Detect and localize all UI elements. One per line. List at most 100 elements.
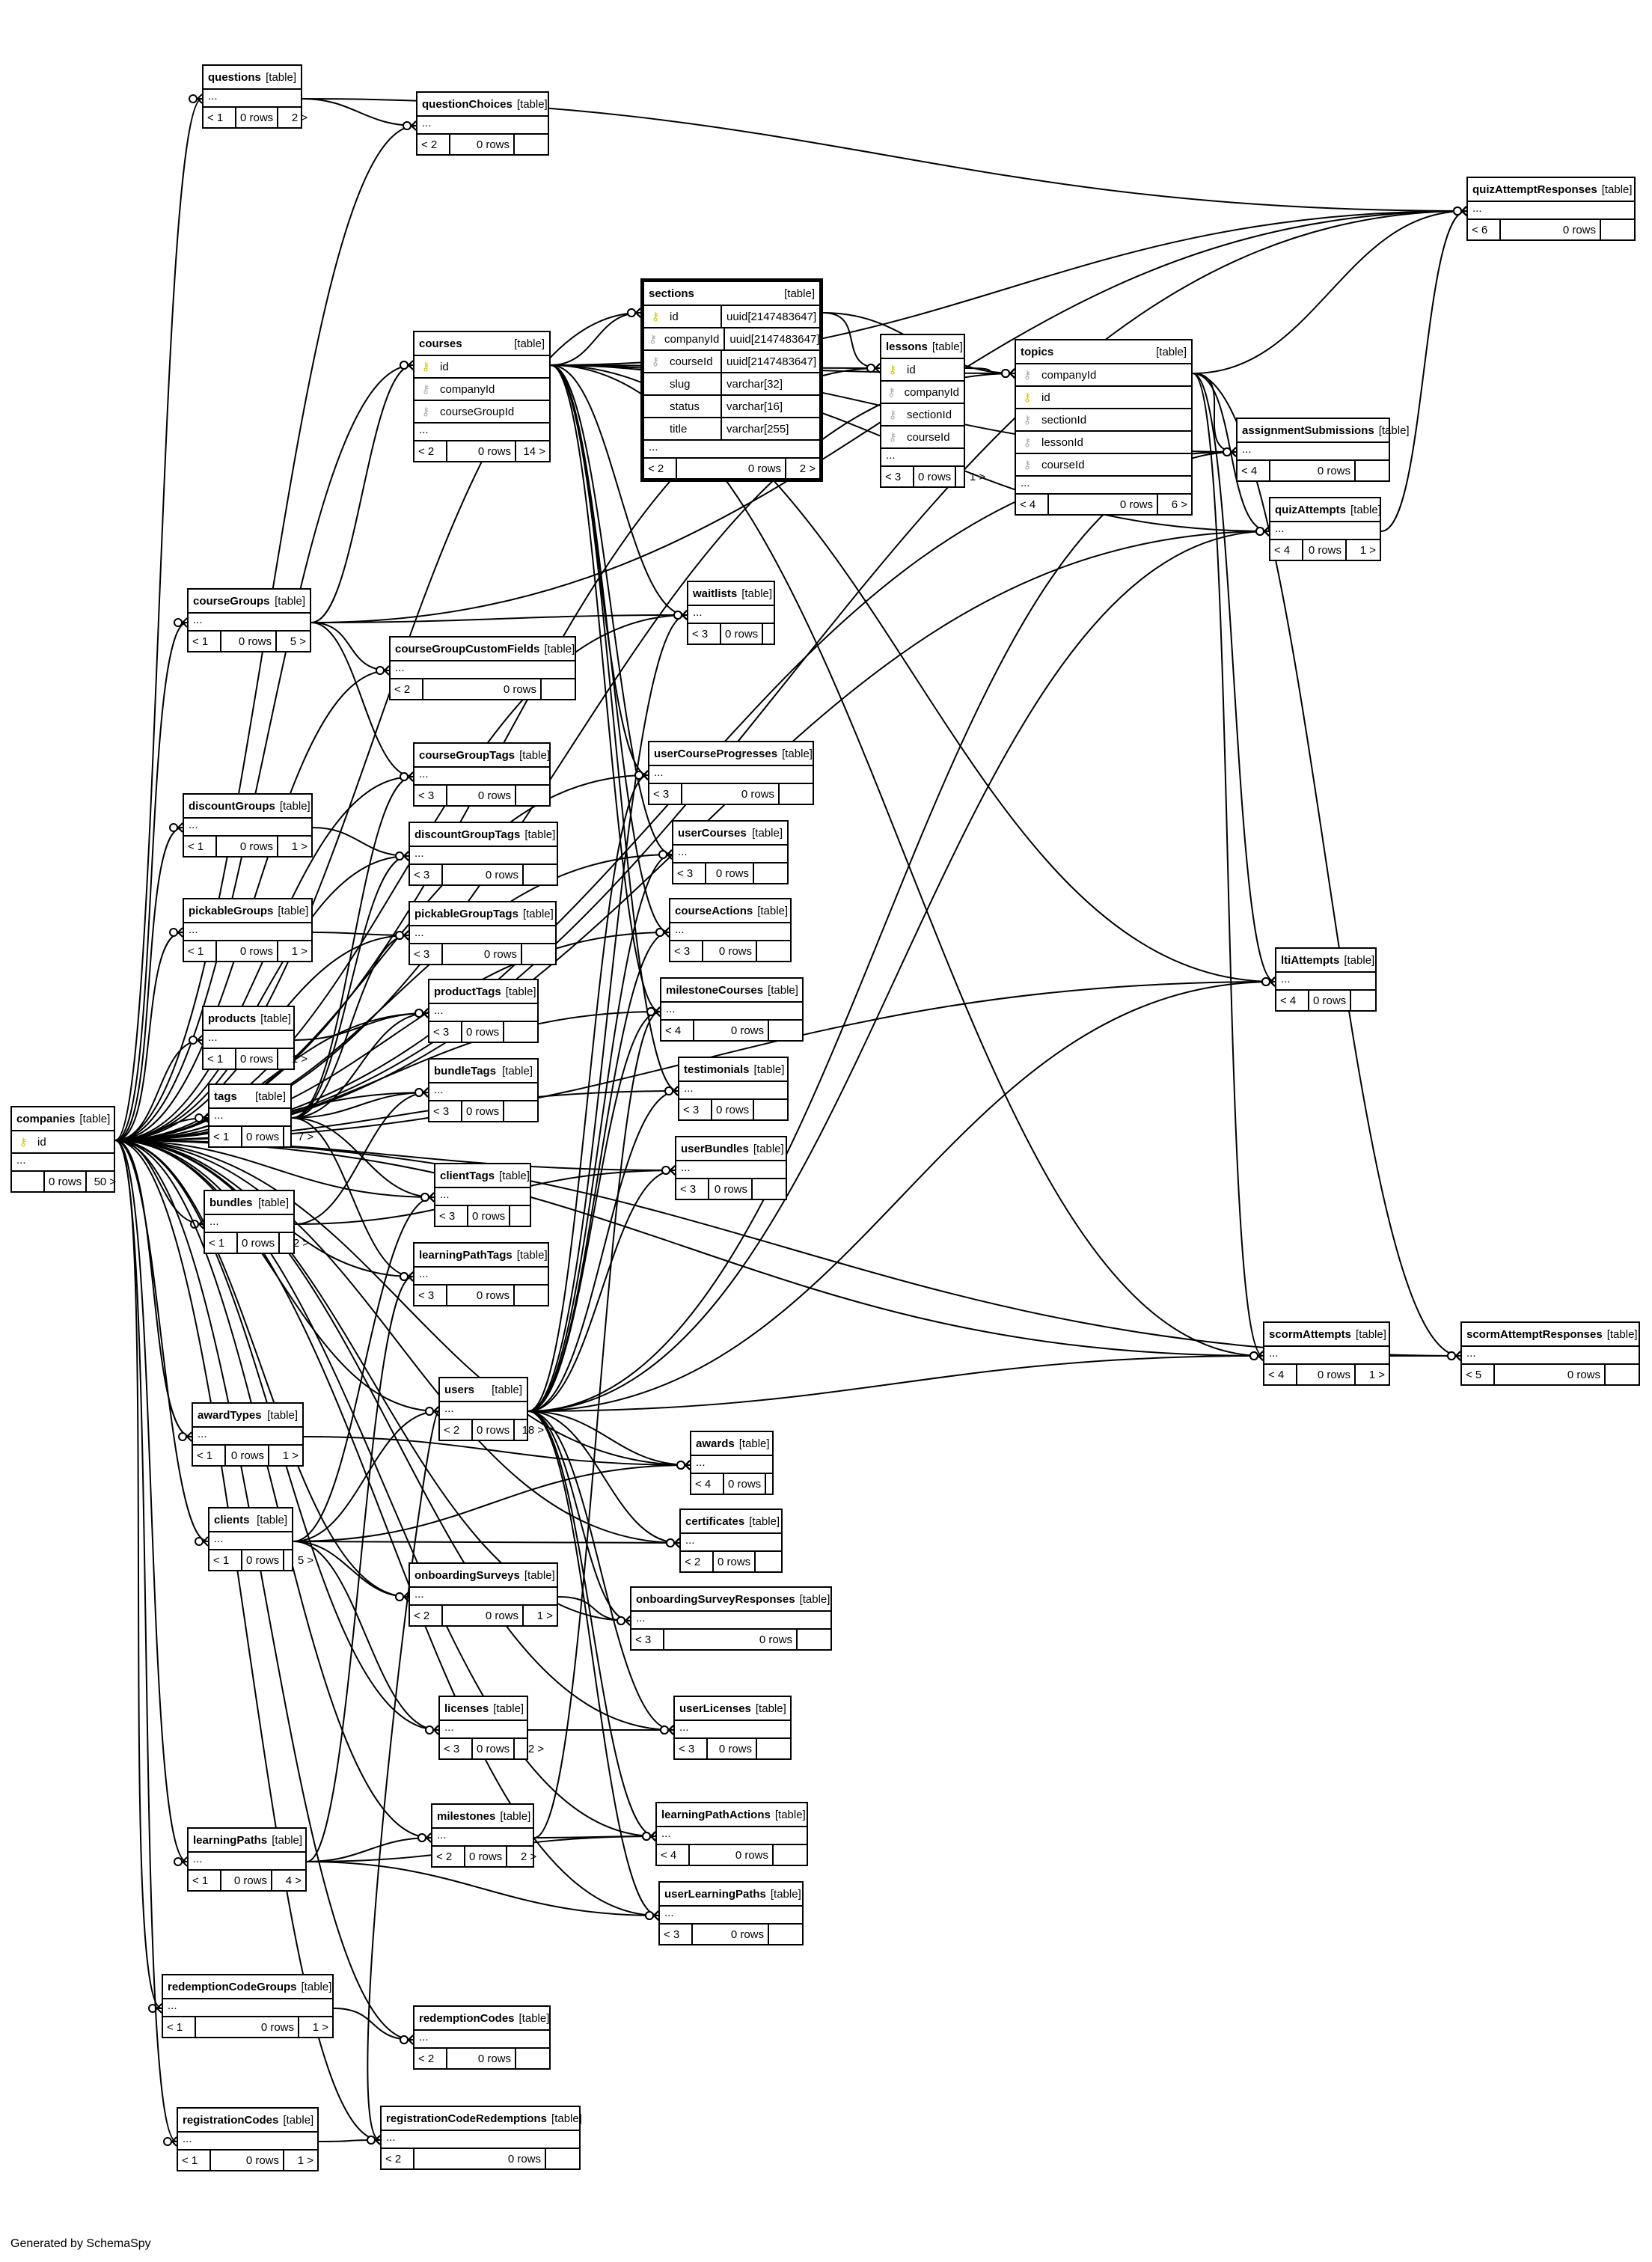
- parent-count[interactable]: < 1: [184, 837, 217, 856]
- parent-count[interactable]: < 2: [414, 441, 447, 461]
- child-count[interactable]: 14 >: [523, 444, 545, 458]
- parent-count[interactable]: < 3: [679, 1100, 712, 1119]
- child-count[interactable]: [546, 2149, 579, 2168]
- parent-count[interactable]: < 1: [184, 941, 217, 961]
- parent-count[interactable]: < 5: [1462, 1365, 1495, 1384]
- child-count[interactable]: 1 >: [291, 944, 308, 958]
- parent-count[interactable]: < 3: [429, 1101, 462, 1121]
- parent-count[interactable]: < 3: [414, 786, 447, 805]
- child-count[interactable]: 1 >: [297, 2154, 313, 2167]
- parent-count[interactable]: < 4: [1270, 540, 1303, 560]
- parent-count[interactable]: < 2: [432, 1847, 465, 1866]
- child-count[interactable]: 50 >: [94, 1175, 117, 1188]
- parent-count[interactable]: [12, 1172, 45, 1191]
- parent-count[interactable]: < 1: [209, 1127, 242, 1146]
- child-count[interactable]: 7 >: [297, 1130, 314, 1143]
- parent-count[interactable]: < 4: [1276, 991, 1309, 1010]
- child-count[interactable]: 6 >: [1171, 498, 1187, 511]
- parent-count[interactable]: < 3: [673, 863, 706, 883]
- parent-count[interactable]: < 1: [189, 1871, 221, 1890]
- child-count[interactable]: [753, 1179, 786, 1199]
- child-count[interactable]: 2 >: [293, 1236, 310, 1250]
- child-count[interactable]: 2 >: [527, 1742, 545, 1755]
- parent-count[interactable]: < 1: [193, 1446, 226, 1465]
- parent-count[interactable]: < 3: [410, 944, 443, 964]
- child-count[interactable]: [510, 1206, 543, 1226]
- table-registrationCodeRedemptions[interactable]: registrationCodeRedemptions[table]...< 2…: [380, 2106, 582, 2170]
- table-lessons[interactable]: lessons[table]⚷id⚷companyId⚷sectionId⚷co…: [880, 334, 985, 488]
- child-count[interactable]: [754, 1100, 787, 1119]
- parent-count[interactable]: < 4: [661, 1021, 694, 1040]
- parent-count[interactable]: < 4: [691, 1474, 724, 1494]
- parent-count[interactable]: < 3: [429, 1022, 462, 1042]
- child-count[interactable]: 5 >: [297, 1553, 314, 1567]
- child-count[interactable]: 1 >: [969, 470, 986, 483]
- parent-count[interactable]: < 3: [410, 865, 443, 884]
- parent-count[interactable]: < 1: [163, 2017, 196, 2037]
- child-count[interactable]: [504, 1022, 537, 1042]
- parent-count[interactable]: < 2: [414, 2049, 447, 2068]
- parent-count[interactable]: < 3: [660, 1925, 693, 1944]
- child-count[interactable]: 2 >: [520, 1850, 537, 1863]
- child-count[interactable]: [754, 863, 787, 883]
- parent-count[interactable]: < 4: [657, 1845, 690, 1865]
- parent-count[interactable]: < 2: [644, 459, 677, 478]
- child-count[interactable]: 2 >: [799, 462, 816, 475]
- child-count[interactable]: [515, 1286, 548, 1305]
- parent-count[interactable]: < 1: [204, 1049, 236, 1069]
- child-count[interactable]: 1 >: [291, 1052, 308, 1066]
- parent-count[interactable]: < 1: [205, 1233, 238, 1253]
- child-count[interactable]: [522, 944, 555, 964]
- child-count[interactable]: 18 >: [521, 1423, 545, 1437]
- parent-count[interactable]: < 4: [1238, 461, 1270, 480]
- child-count[interactable]: [1601, 220, 1634, 239]
- parent-count[interactable]: < 2: [382, 2149, 414, 2168]
- parent-count[interactable]: < 2: [410, 1606, 443, 1625]
- table-topics[interactable]: topics[table]⚷companyId⚷id⚷sectionId⚷les…: [1015, 339, 1193, 516]
- child-count[interactable]: [798, 1630, 830, 1649]
- child-count[interactable]: [1606, 1365, 1639, 1384]
- parent-count[interactable]: < 3: [676, 1179, 709, 1199]
- child-count[interactable]: 1 >: [291, 840, 308, 853]
- child-count[interactable]: 4 >: [285, 1874, 302, 1887]
- child-count[interactable]: 1 >: [1359, 543, 1376, 557]
- parent-count[interactable]: < 3: [675, 1739, 708, 1758]
- child-count[interactable]: [780, 784, 813, 804]
- parent-count[interactable]: < 3: [649, 784, 682, 804]
- parent-count[interactable]: < 3: [631, 1630, 664, 1649]
